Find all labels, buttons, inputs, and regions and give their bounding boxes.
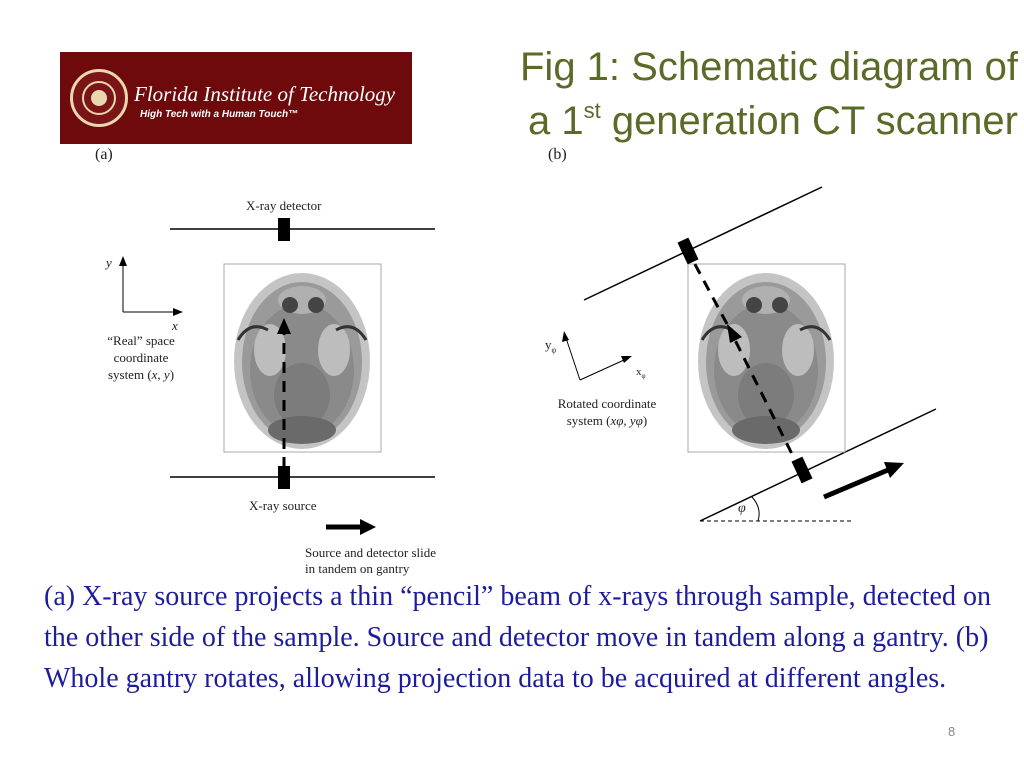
y-phi-axis-label: yφ (545, 337, 557, 355)
logo-tagline: High Tech with a Human Touch™ (140, 109, 299, 120)
source-rail-b (699, 408, 937, 522)
beam-arrowhead-a (277, 318, 291, 334)
xray-detector-label: X-ray detector (246, 198, 322, 213)
y-axis-arrow-a (119, 256, 127, 266)
slide-title: Fig 1: Schematic diagram of a 1st genera… (418, 40, 1018, 148)
xray-source-label: X-ray source (249, 498, 317, 513)
university-seal-icon (70, 69, 128, 127)
real-space-coordinate-label: “Real” space coordinate system (x, y) (107, 333, 175, 382)
rotated-coordinate-label: Rotated coordinate system (xφ, yφ) (557, 396, 657, 428)
title-line-1: Fig 1: Schematic diagram of (520, 45, 1018, 89)
panel-label-b: (b) (548, 146, 567, 163)
figure-caption: (a) X-ray source projects a thin “pencil… (44, 581, 991, 694)
slide-tandem-label: Source and detector slide in tandem on g… (305, 545, 437, 576)
source-element-b (791, 456, 813, 484)
x-phi-axis-label: xφ (636, 366, 646, 381)
slide-arrow-b (884, 462, 904, 478)
beam-arrowhead-b (727, 324, 742, 343)
detector-element-b (677, 237, 699, 265)
logo-name: Florida Institute of Technology (134, 82, 396, 106)
beam-detector-segment-b (688, 254, 729, 325)
xray-beam-b (733, 339, 802, 471)
x-axis-arrow-b (621, 356, 632, 363)
ct-head-image-b (698, 273, 834, 449)
y-axis-arrow-b (562, 331, 569, 342)
detector-element-a (278, 218, 290, 241)
page-number: 8 (948, 724, 956, 739)
angle-phi-label: φ (738, 501, 746, 516)
slide-arrow-a (360, 519, 376, 535)
fit-logo: Florida Institute of Technology High Tec… (60, 52, 412, 144)
x-axis-arrow-a (173, 308, 183, 316)
ct-head-image-a (234, 273, 370, 449)
x-axis-label-a: x (172, 318, 178, 333)
source-element-a (278, 466, 290, 489)
panel-label-a: (a) (95, 146, 113, 163)
y-axis-label-a: y (106, 255, 112, 270)
angle-arc-b (751, 496, 760, 522)
detector-rail-b (583, 186, 823, 301)
title-line-2: a 1st generation CT scanner (527, 98, 1018, 143)
